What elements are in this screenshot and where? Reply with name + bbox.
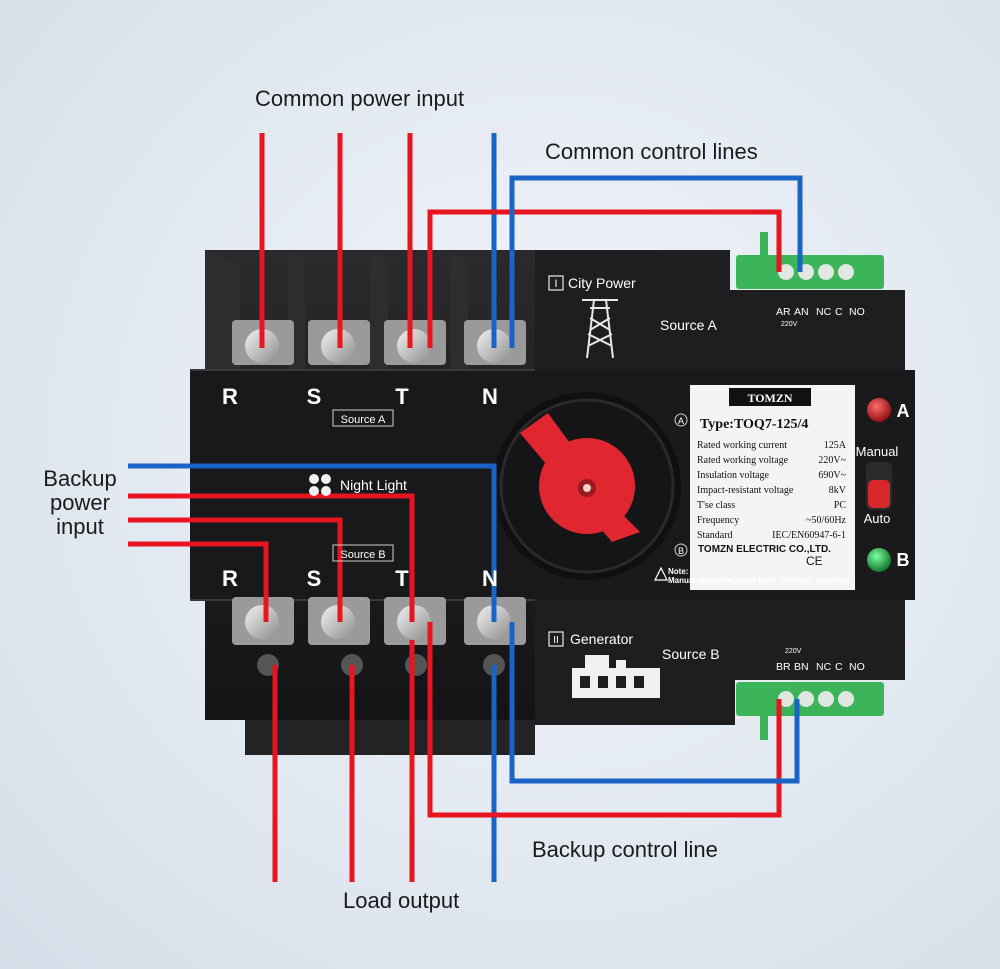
brand-name: TOMZN [747, 391, 792, 405]
control-top-pin-an: AN [794, 306, 809, 318]
control-bottom-voltage: 220V [785, 648, 802, 655]
switch-pos-b: B [678, 546, 684, 556]
spec-value-4: PC [834, 500, 847, 511]
city-power-badge [548, 275, 564, 291]
source-b-tag: Source B [340, 549, 385, 561]
control-top-pin-no: NO [849, 306, 865, 318]
wire-backup-n [128, 463, 497, 622]
bottom-terminal-n: N [482, 566, 498, 591]
common-control-lines-label: Common control lines [545, 139, 758, 164]
mode-manual-label: Manual [856, 444, 899, 459]
spec-label [690, 385, 855, 590]
indicator-b-led [867, 548, 891, 572]
spec-label-2: Insulation voltage [697, 470, 769, 481]
control-terminal-bottom [736, 682, 884, 740]
indicator-a-led [867, 398, 891, 422]
top-terminal-t: T [395, 384, 409, 409]
bottom-terminal-r: R [222, 566, 238, 591]
backup-label-line-1: Backup [43, 466, 117, 491]
spec-label-5: Frequency [697, 515, 739, 526]
spec-label-3: Impact-resistant voltage [697, 485, 794, 496]
generator-icon [572, 655, 660, 698]
rotary-switch[interactable] [493, 392, 681, 580]
note-label: Note: [668, 567, 688, 576]
load-output-label: Load output [343, 888, 460, 913]
backup-power-input-label: Backup power input [30, 467, 130, 539]
control-bottom-pin-bn: BN [794, 661, 809, 673]
spec-label-4: T'se class [697, 500, 735, 511]
control-terminal-top [736, 232, 884, 289]
night-light-label: Night Light [340, 477, 407, 493]
city-power-numeral: I [554, 278, 557, 290]
top-terminal-r: R [222, 384, 238, 409]
fin [205, 250, 240, 370]
wire-control-b-red [427, 622, 782, 818]
note-text: Manual operation must be in "Manual" pos… [668, 576, 850, 585]
warning-icon [654, 566, 668, 581]
mid-band [190, 370, 535, 600]
control-top-pin-nc: NC [816, 306, 832, 318]
night-light-icon [309, 474, 331, 496]
wires [128, 133, 803, 882]
control-bottom-pin-c: C [835, 661, 843, 673]
wire-control-b-blue [509, 622, 800, 784]
spec-label-1: Rated working voltage [697, 455, 789, 466]
backup-label-line-3: input [56, 514, 104, 539]
ce-mark: CE [806, 554, 823, 568]
city-power-label: City Power [568, 275, 636, 291]
source-b-label: Source B [662, 646, 720, 662]
top-terminal-n: N [482, 384, 498, 409]
control-top-voltage: 220V [781, 321, 798, 328]
wire-backup-r [128, 541, 269, 622]
bottom-terminal-screws [232, 597, 526, 676]
spec-label-6: Standard [697, 530, 733, 541]
type-label: Type:TOQ7-125/4 [700, 417, 808, 432]
backup-label-line-2: power [50, 490, 110, 515]
common-power-input-label: Common power input [255, 86, 465, 111]
wire-control-a-blue [509, 175, 803, 348]
source-a-tag-box [332, 409, 394, 427]
switch-handle [520, 413, 640, 542]
mode-slider-thumb[interactable] [868, 480, 890, 508]
generator-badge [548, 631, 564, 647]
wire-control-a-red [427, 209, 782, 348]
control-top-pin-ar: AR [776, 306, 791, 318]
spec-value-1: 220V~ [818, 455, 846, 466]
pylon-icon [582, 299, 618, 359]
company-name: TOMZN ELECTRIC CO.,LTD. [698, 544, 831, 555]
mode-auto-label: Auto [864, 511, 891, 526]
generator-numeral: II [553, 635, 559, 646]
top-terminal-s: S [307, 384, 322, 409]
indicator-a-label: A [897, 401, 910, 421]
spec-label-0: Rated working current [697, 440, 787, 451]
spec-value-0: 125A [824, 440, 847, 451]
control-top-pin-c: C [835, 306, 843, 318]
source-b-tag-box [332, 544, 394, 562]
source-a-tag: Source A [341, 414, 386, 426]
fin [450, 252, 468, 370]
bottom-terminal-t: T [395, 566, 409, 591]
generator-label: Generator [570, 631, 633, 647]
control-bottom-pin-nc: NC [816, 661, 832, 673]
source-a-label: Source A [660, 317, 717, 333]
spec-value-3: 8kV [829, 485, 847, 496]
spec-value-2: 690V~ [818, 470, 846, 481]
control-bottom-pin-no: NO [849, 661, 865, 673]
spec-value-6: IEC/EN60947-6-1 [772, 530, 846, 541]
bottom-terminal-s: S [307, 566, 322, 591]
control-bottom-pin-br: BR [776, 661, 791, 673]
wire-backup-s [128, 517, 343, 622]
fin [370, 252, 388, 370]
backup-control-line-label: Backup control line [532, 837, 718, 862]
wire-backup-t [128, 493, 415, 622]
indicator-b-label: B [897, 550, 910, 570]
switch-pos-a: A [678, 416, 684, 426]
brand-badge [729, 388, 811, 406]
spec-value-5: ~50/60Hz [806, 515, 846, 526]
